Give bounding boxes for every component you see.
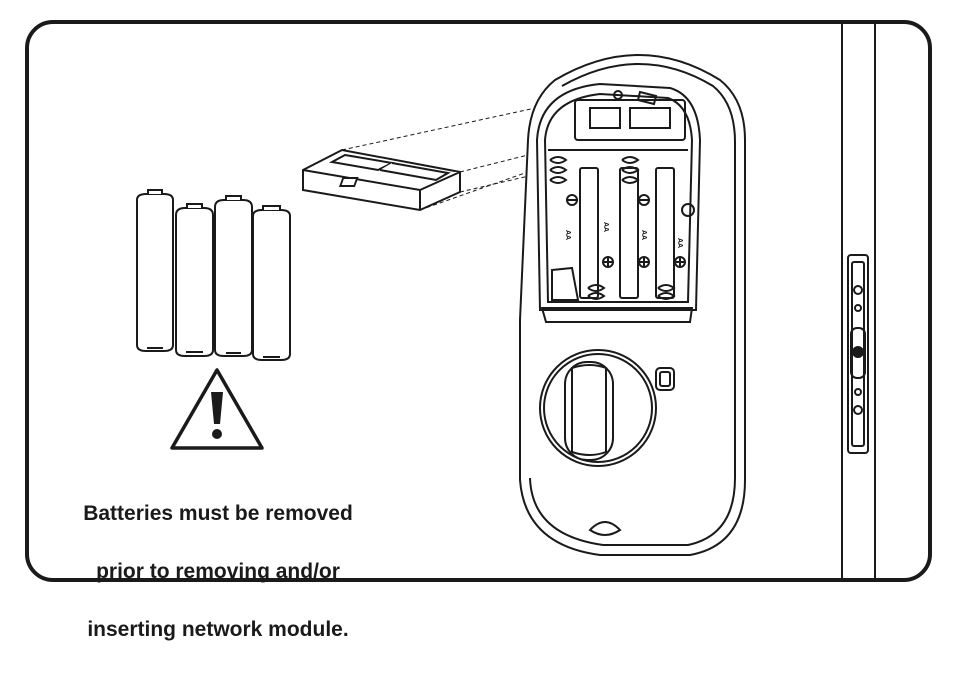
battery-2 xyxy=(175,203,214,357)
warning-triangle-icon xyxy=(170,368,264,450)
network-module xyxy=(302,148,461,212)
door-frame xyxy=(841,24,876,578)
battery-1 xyxy=(136,189,174,352)
warning-line-3: inserting network module. xyxy=(87,618,349,641)
battery-3 xyxy=(214,195,253,357)
batteries-group xyxy=(136,189,291,361)
battery-4 xyxy=(252,205,291,361)
strike-plate xyxy=(847,254,869,454)
aa-label-4: AA xyxy=(676,238,683,248)
warning-line-2: prior to removing and/or xyxy=(96,560,340,583)
smart-lock-body xyxy=(519,54,746,556)
aa-label-3: AA xyxy=(640,230,647,240)
aa-label-2: AA xyxy=(602,222,609,232)
warning-line-1: Batteries must be removed xyxy=(83,502,353,525)
compartment-aa-labels: AA AA AA AA xyxy=(564,222,683,248)
battery-warning-text: Batteries must be removed prior to remov… xyxy=(38,470,398,673)
aa-label-1: AA xyxy=(564,230,571,240)
battery-instruction-diagram: AA AA AA AA xyxy=(25,20,932,582)
